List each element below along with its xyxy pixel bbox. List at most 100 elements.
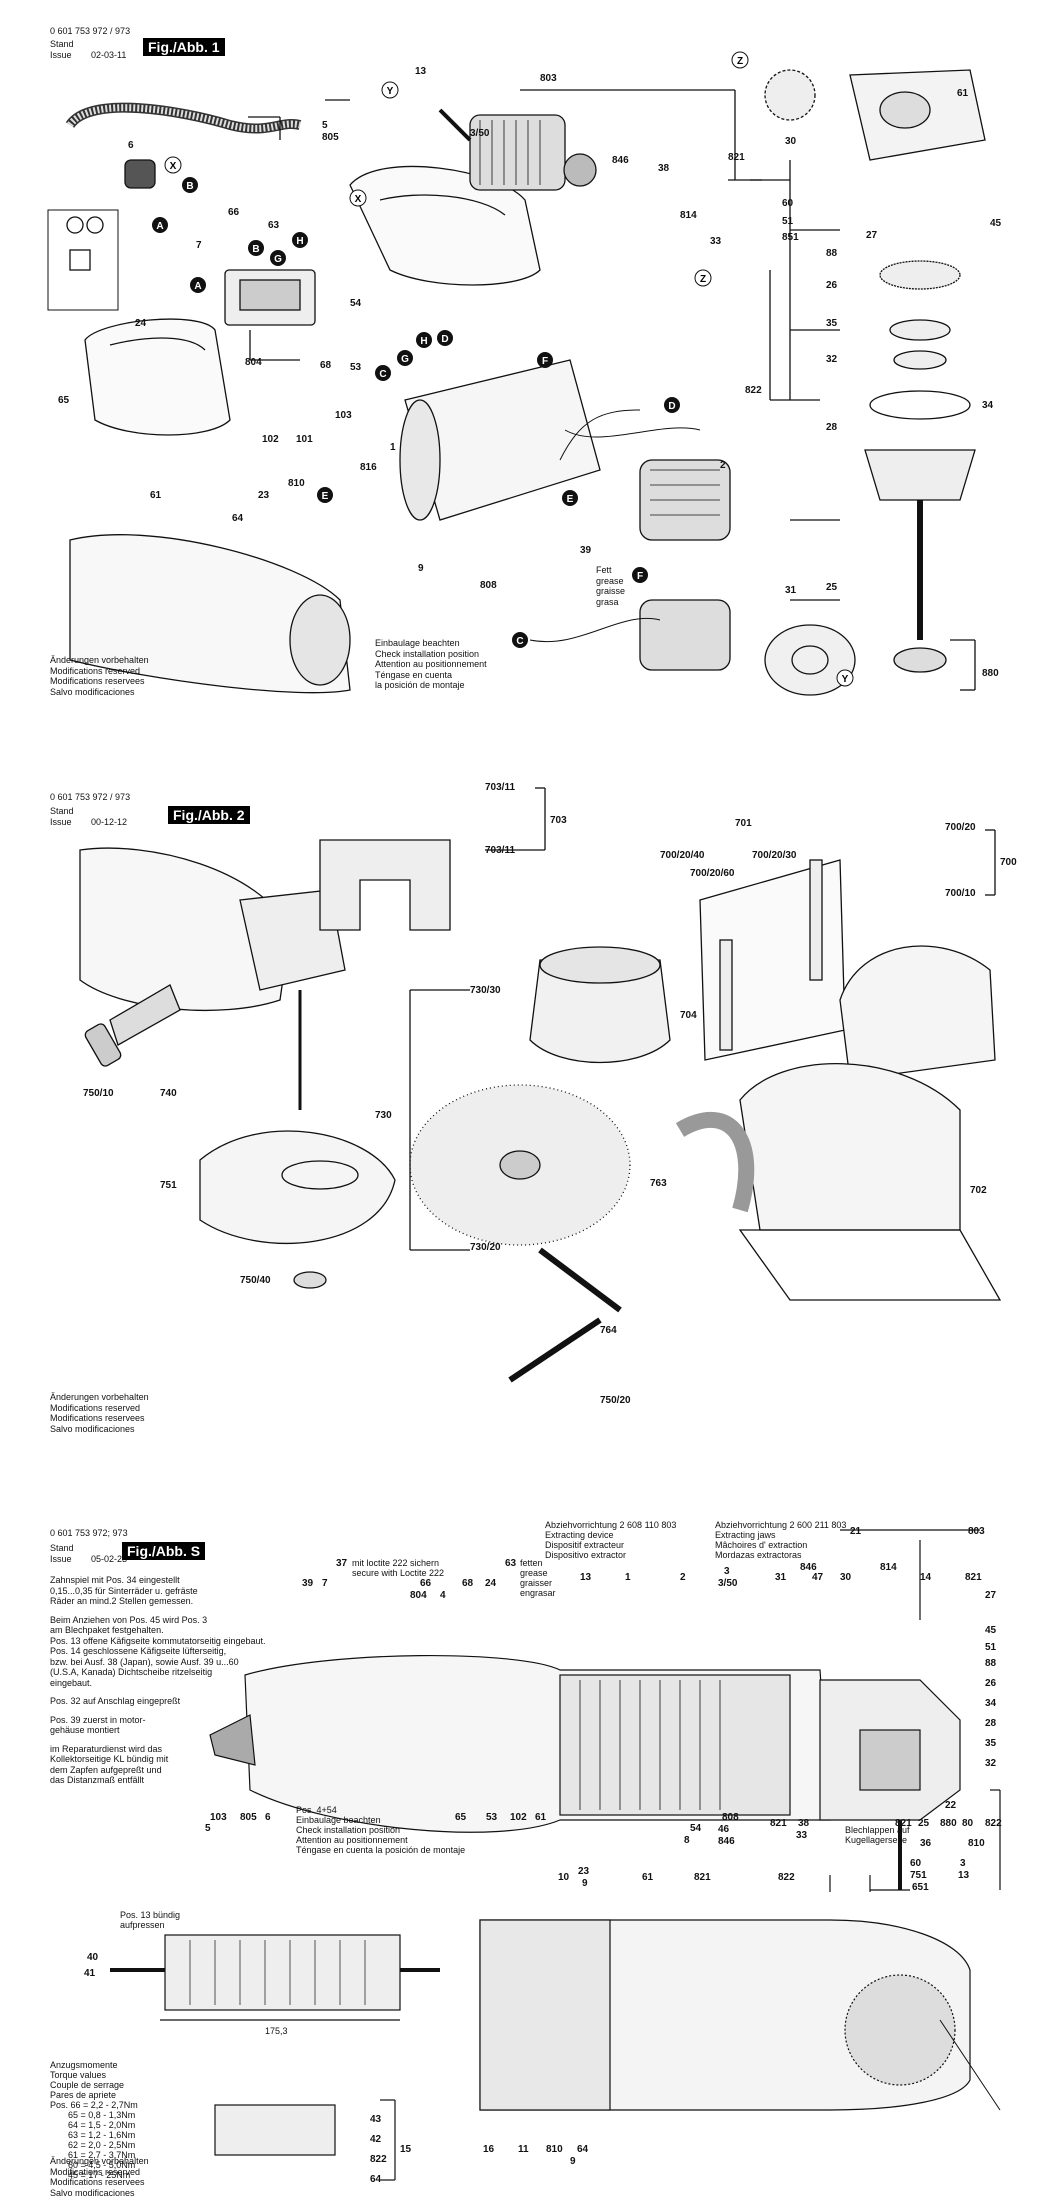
part-label: 23: [258, 490, 270, 501]
part-label: 38: [658, 163, 670, 174]
part-label: 36: [920, 1838, 932, 1849]
part-label: 703/11: [485, 845, 516, 856]
part-label: 28: [826, 422, 838, 433]
part-label: 5: [205, 1823, 211, 1834]
figure-s-section: 0 601 753 972; 973 Stand Issue 05-02-23 …: [0, 1500, 1050, 2207]
issue-date: 02-03-11: [91, 50, 127, 60]
part-label: 7: [196, 240, 202, 251]
part-label: 9: [582, 1878, 588, 1889]
part-label: 38: [798, 1818, 810, 1829]
part-label: 66: [420, 1578, 432, 1589]
part-label: 1: [390, 442, 396, 453]
part-label: 103: [210, 1812, 227, 1823]
part-label: 846: [718, 1836, 735, 1847]
part-label: 808: [722, 1812, 739, 1823]
part-label: 703/11: [485, 782, 516, 793]
part-label: 5: [322, 120, 328, 131]
part-label: 34: [982, 400, 994, 411]
part-label: 804: [410, 1590, 427, 1601]
part-label: 750/20: [600, 1395, 631, 1406]
part-label: 822: [370, 2154, 387, 2165]
part-label: 810: [288, 478, 305, 489]
svg-text:Z: Z: [737, 56, 743, 67]
svg-text:X: X: [170, 161, 177, 172]
part-label: 700/20/60: [690, 868, 735, 879]
part-label: 821: [895, 1818, 912, 1829]
part-label: 740: [160, 1088, 177, 1099]
part-label: 13: [580, 1572, 592, 1583]
part-label: 808: [480, 580, 497, 591]
part-label: 851: [782, 232, 799, 243]
part-label: 751: [160, 1180, 177, 1191]
part-label: 9: [570, 2156, 576, 2167]
part-label: 45: [990, 218, 1002, 229]
part-label: 3/50: [470, 128, 490, 139]
part-label: 63: [505, 1558, 517, 1569]
dimension-label: 175,3: [265, 2026, 288, 2036]
part-label: 700/20/40: [660, 850, 705, 861]
part-label: 11: [518, 2144, 529, 2155]
part-label: 651: [912, 1882, 929, 1893]
part-label: 22: [945, 1800, 957, 1811]
part-label: 822: [985, 1818, 1002, 1829]
part-label: 764: [600, 1325, 617, 1336]
part-label: 821: [965, 1572, 982, 1583]
part-label: 41: [84, 1968, 96, 1979]
part-label: 53: [350, 362, 362, 373]
part-label: 61: [150, 490, 162, 501]
part-label: 702: [970, 1185, 987, 1196]
part-label: 10: [558, 1872, 570, 1883]
part-label: 24: [485, 1578, 497, 1589]
part-label: 35: [826, 318, 838, 329]
part-label: 700/20: [945, 822, 976, 833]
part-label: 14: [920, 1572, 932, 1583]
part-label: 37: [336, 1558, 348, 1569]
part-label: 804: [245, 357, 262, 368]
part-label: 700/20/30: [752, 850, 797, 861]
part-label: 64: [370, 2174, 382, 2185]
part-label: 13: [958, 1870, 970, 1881]
part-label: 750/10: [83, 1088, 114, 1099]
issue-label: Issue: [50, 817, 72, 827]
part-label: 730/20: [470, 1242, 501, 1253]
svg-text:C: C: [516, 636, 523, 647]
part-label: 39: [580, 545, 592, 556]
svg-text:D: D: [668, 401, 675, 412]
part-label: 31: [775, 1572, 787, 1583]
accessories-diagram: [79, 787, 1002, 1383]
part-label: 703: [550, 815, 567, 826]
part-label: 26: [985, 1678, 997, 1689]
part-label: 60: [782, 198, 794, 209]
part-label: 28: [985, 1718, 997, 1729]
part-label: 880: [940, 1818, 957, 1829]
part-label: 2: [720, 460, 726, 471]
svg-text:B: B: [186, 181, 193, 192]
svg-text:C: C: [379, 369, 386, 380]
fig-label: Fig./Abb. 2: [168, 806, 250, 824]
part-label: 25: [826, 582, 838, 593]
doc-number: 0 601 753 972; 973: [50, 1528, 128, 1538]
part-label: 51: [782, 216, 794, 227]
part-label: 1: [625, 1572, 631, 1583]
svg-text:H: H: [296, 236, 303, 247]
fig-label: Fig./Abb. 1: [143, 38, 225, 56]
doc-number: 0 601 753 972 / 973: [50, 26, 131, 36]
part-label: 803: [540, 73, 557, 84]
part-label: 61: [642, 1872, 654, 1883]
stand-label: Stand: [50, 806, 74, 816]
part-label: 47: [812, 1572, 824, 1583]
part-label: 846: [800, 1562, 817, 1573]
part-label: 814: [680, 210, 697, 221]
part-label: 6: [265, 1812, 271, 1823]
part-label: 803: [968, 1526, 985, 1537]
part-label: 730: [375, 1110, 392, 1121]
part-label: 821: [770, 1818, 787, 1829]
